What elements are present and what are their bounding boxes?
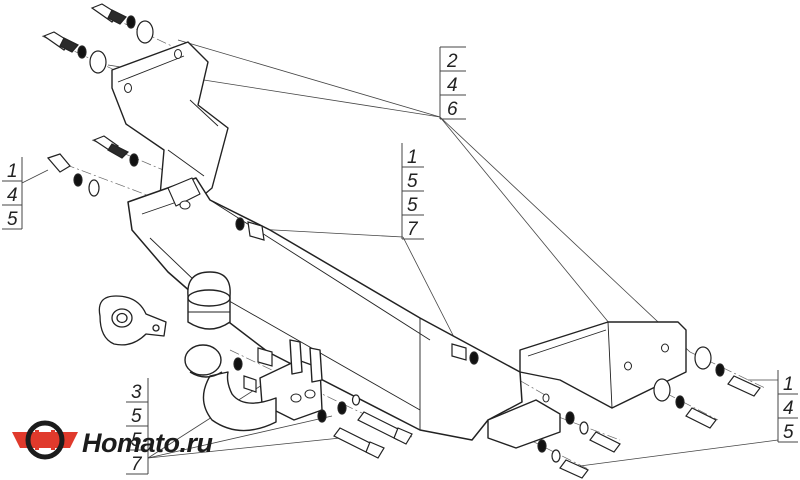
fasteners [42, 3, 761, 479]
callout-label: 7 [131, 454, 143, 475]
callout-label: 5 [131, 430, 142, 451]
callout-label: 4 [7, 185, 18, 206]
callout-label: 1 [783, 374, 794, 395]
left-mounting-bracket [111, 41, 229, 211]
callout-label: 5 [7, 209, 18, 230]
callout-left: 1 4 5 [2, 157, 23, 230]
watermark-text: Homato.ru [82, 428, 214, 458]
callout-label: 5 [131, 406, 142, 427]
tow-ball-assembly [184, 339, 323, 432]
leader-lines [21, 39, 779, 467]
tow-ball-cover [187, 271, 231, 330]
callout-label: 1 [7, 161, 18, 182]
callout-middle: 1 5 5 7 [401, 143, 424, 240]
callout-label: 6 [447, 99, 458, 120]
callout-label: 4 [783, 398, 794, 419]
homato-logo: Homato.ru [12, 420, 214, 460]
callout-label: 7 [407, 219, 419, 240]
callout-label: 3 [131, 382, 142, 403]
callout-top-right: 2 4 6 [439, 46, 466, 120]
callout-label: 5 [407, 195, 418, 216]
towbar-crossbar [127, 177, 523, 441]
callout-label: 5 [407, 171, 418, 192]
callout-right: 1 4 5 [777, 370, 798, 443]
callout-label: 5 [783, 422, 794, 443]
callout-bottom-left: 3 5 5 7 [126, 378, 149, 475]
callout-label: 2 [446, 51, 458, 72]
logo-ring-icon [25, 420, 65, 460]
logo-letter-icon [35, 430, 55, 450]
right-mounting-bracket [487, 321, 687, 449]
callout-label: 4 [447, 75, 458, 96]
socket-mounting-plate [98, 295, 167, 346]
callout-label: 1 [407, 147, 418, 168]
